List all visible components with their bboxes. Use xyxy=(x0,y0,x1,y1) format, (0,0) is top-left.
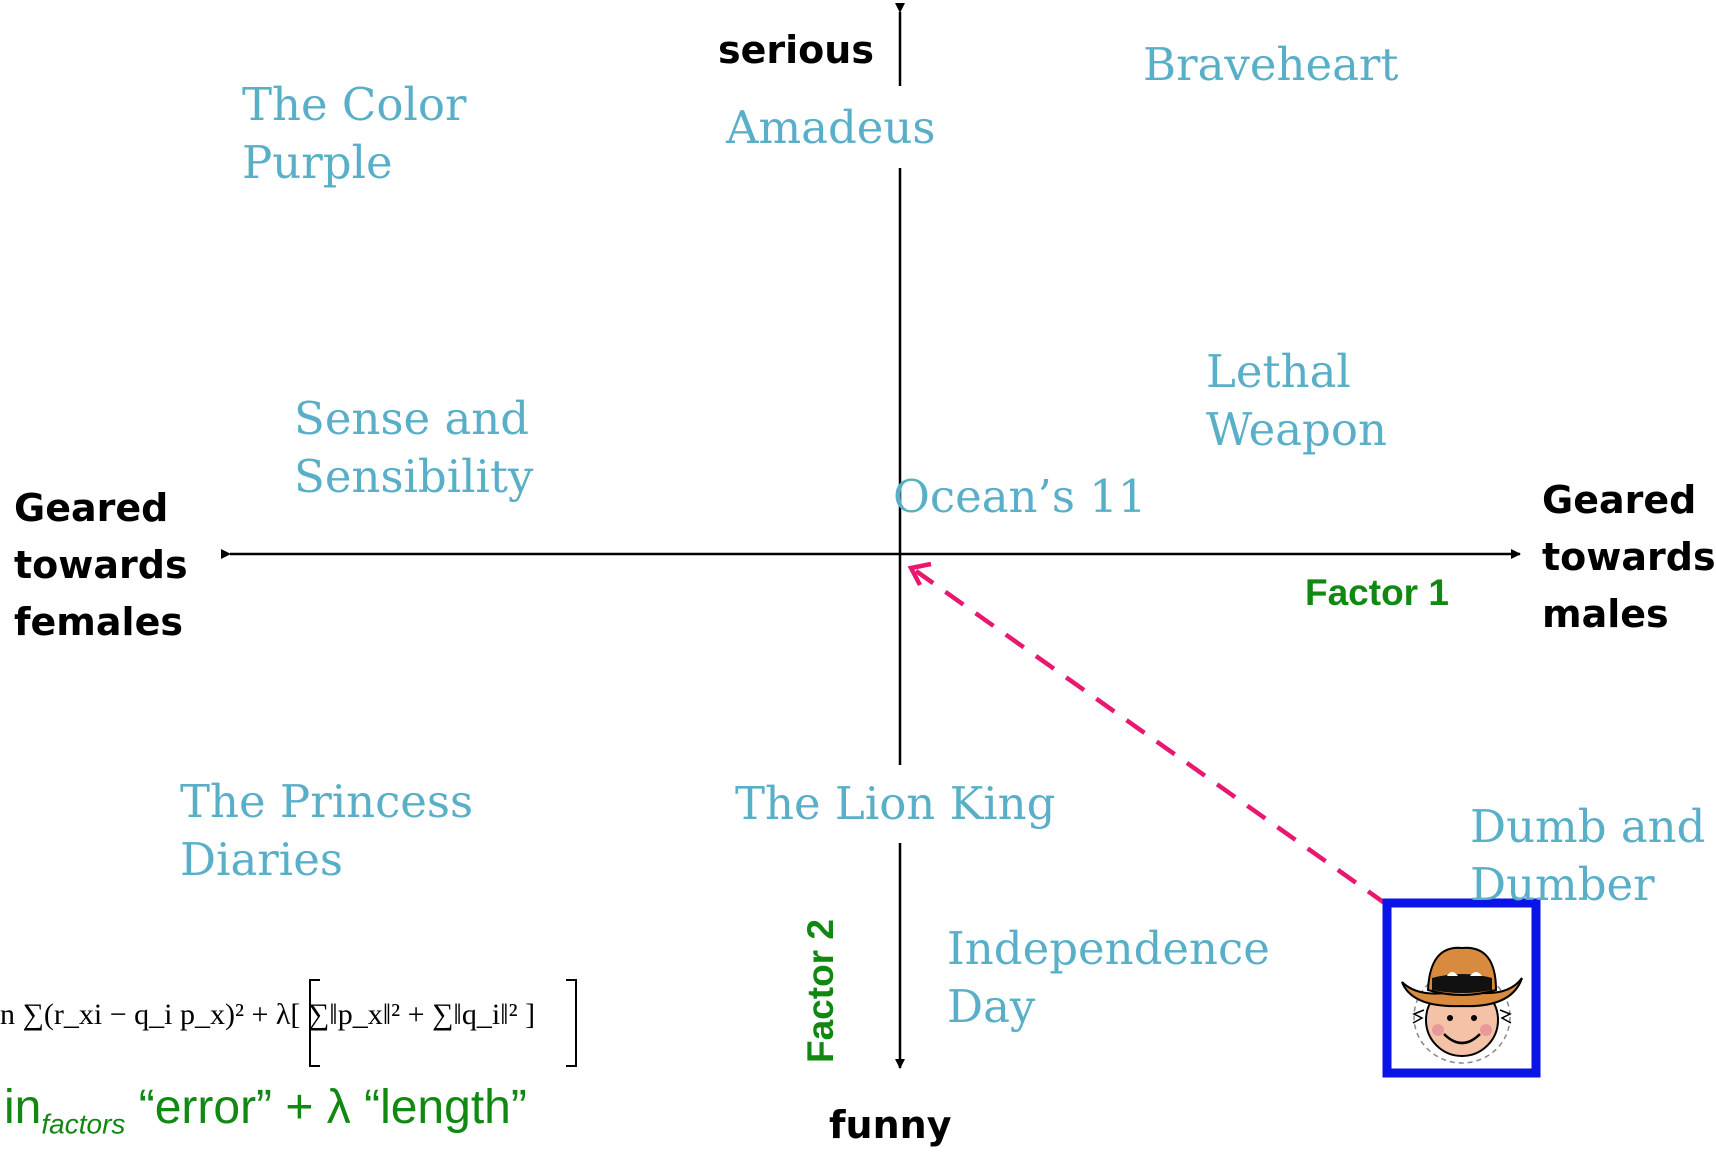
axis-label-top: serious xyxy=(718,28,874,72)
axis-label-left: Geared towards females xyxy=(14,486,188,644)
movie-label: Ocean’s 11 xyxy=(893,470,1147,523)
movie-label: Braveheart xyxy=(1143,38,1399,91)
axis-label-right: Geared towards males xyxy=(1542,478,1716,636)
formula-brackets xyxy=(309,979,577,1067)
movie-label: The Color Purple xyxy=(242,78,467,189)
movie-label: Amadeus xyxy=(726,101,936,154)
movie-label: Dumb and Dumber xyxy=(1470,800,1706,911)
movie-label: The Lion King xyxy=(735,777,1056,830)
movie-label: Independence Day xyxy=(947,922,1270,1033)
cowboy-hat-user-icon xyxy=(1401,946,1523,1064)
summary-prefix: in xyxy=(4,1081,42,1134)
objective-formula: n ∑(r_xi − q_i p_x)² + λ[ ∑‖p_x‖² + ∑‖q_… xyxy=(0,998,536,1031)
movie-label: Lethal Weapon xyxy=(1206,345,1387,456)
factor-1-label: Factor 1 xyxy=(1305,572,1449,613)
summary-rest: “error” + λ “length” xyxy=(125,1081,527,1134)
summary-subscript: factors xyxy=(41,1108,126,1140)
objective-summary: infactors “error” + λ “length” xyxy=(4,1080,527,1141)
factor-2-label: Factor 2 xyxy=(800,919,841,1063)
user-vector-arrowhead xyxy=(907,561,932,587)
movie-label: The Princess Diaries xyxy=(180,775,474,886)
axis-label-bottom: funny xyxy=(829,1103,952,1147)
movie-label: Sense and Sensibility xyxy=(294,392,534,503)
user-vector-dashed xyxy=(914,569,1388,906)
